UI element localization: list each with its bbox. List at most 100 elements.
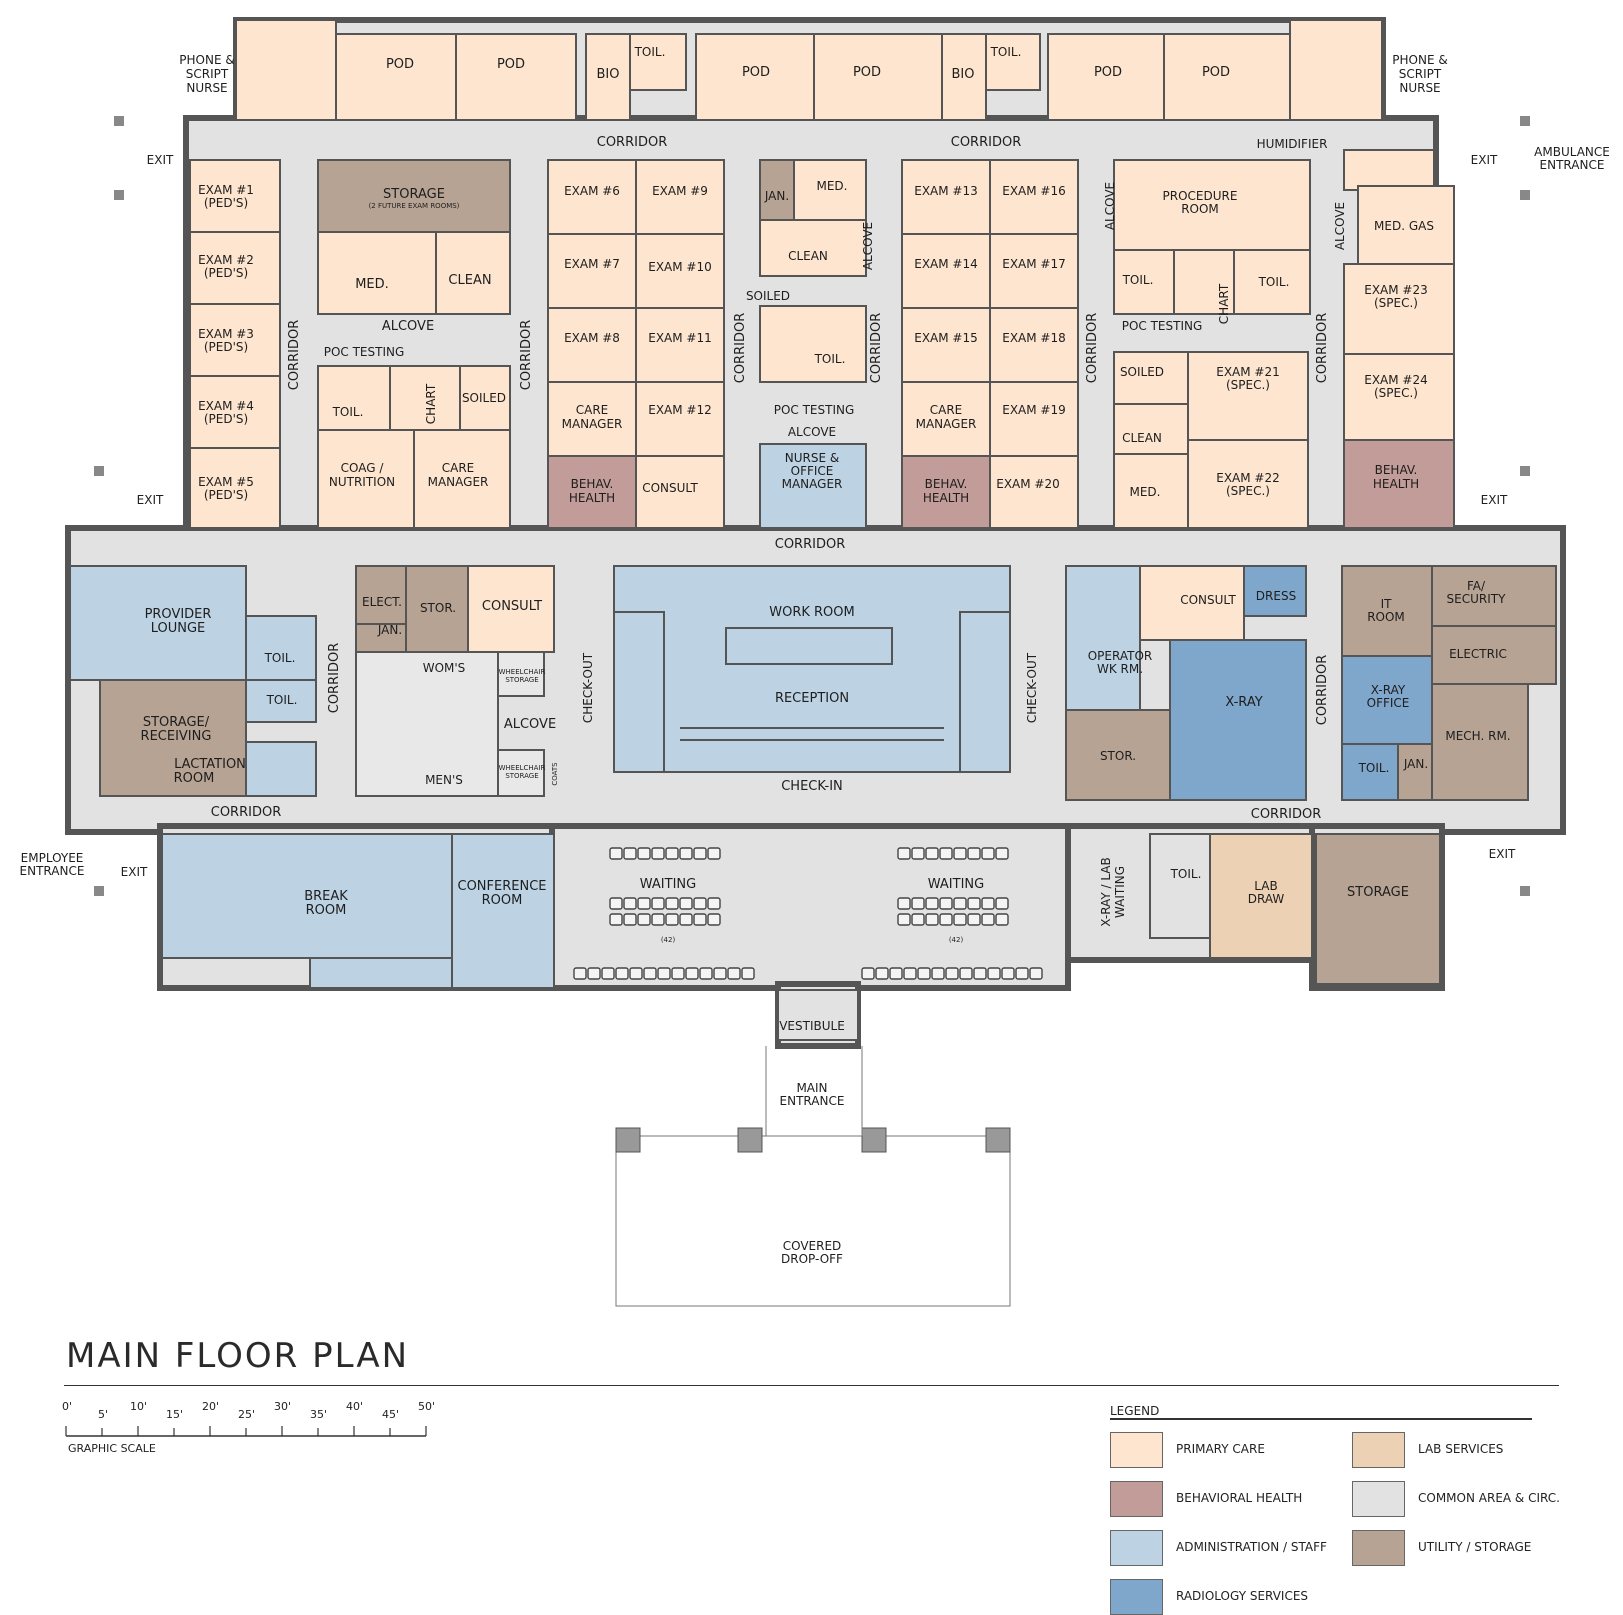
svg-text:ALCOVE: ALCOVE [861,222,875,270]
svg-text:RECEPTION: RECEPTION [775,691,849,706]
pod-room [235,19,337,121]
reception-block [613,565,1011,773]
waiting-seat [693,847,707,860]
label-phone-script-nurse: PHONE & [179,53,234,67]
svg-text:EXAM #4(PED'S): EXAM #4(PED'S) [198,399,254,426]
waiting-seat [1001,967,1015,980]
svg-text:SOILED: SOILED [462,391,506,405]
svg-text:CLEAN: CLEAN [788,249,828,263]
top-pod-row [235,19,1383,121]
label-toilet: TOIL. [634,45,666,59]
svg-text:CORRIDOR: CORRIDOR [1315,655,1330,725]
svg-text:STOR.: STOR. [1100,749,1136,763]
scale-label: GRAPHIC SCALE [68,1442,156,1455]
legend-label: ADMINISTRATION / STAFF [1176,1540,1327,1554]
svg-text:EXAM #20: EXAM #20 [996,477,1060,491]
svg-text:CLEAN: CLEAN [448,273,491,288]
svg-text:VESTIBULE: VESTIBULE [779,1019,845,1033]
toilet-room [629,33,687,91]
waiting-seat [665,913,679,926]
svg-text:MED.: MED. [817,179,848,193]
waiting-seat [861,967,875,980]
svg-text:X-RAY / LABWAITING: X-RAY / LABWAITING [1099,857,1127,927]
pod-room [1047,33,1165,121]
legend-label: LAB SERVICES [1418,1442,1504,1456]
waiting-seat [671,967,685,980]
waiting-seat [693,913,707,926]
svg-text:CORRIDOR: CORRIDOR [327,643,342,713]
vestibule-room [777,989,859,1041]
svg-text:X-RAY: X-RAY [1225,695,1262,710]
svg-text:EXIT: EXIT [137,493,164,507]
waiting-seat [953,897,967,910]
waiting-seat [911,897,925,910]
svg-text:FA/SECURITY: FA/SECURITY [1447,579,1507,606]
svg-text:EXAM #7: EXAM #7 [564,257,620,271]
svg-text:TOIL.: TOIL. [266,693,298,707]
scale-tick: 45' [382,1408,400,1421]
north-wing-left [189,159,867,529]
svg-text:TOIL.: TOIL. [1258,275,1290,289]
label-pod: POD [386,57,414,72]
waiting-seat [609,897,623,910]
covered-drop-off [615,1046,1011,1307]
legend-swatch-radiology-services [1110,1579,1163,1615]
scale-tick: 20' [202,1400,220,1413]
legend-label: UTILITY / STORAGE [1418,1540,1532,1554]
waiting-seat [925,913,939,926]
waiting-seat [741,967,755,980]
svg-text:CLEAN: CLEAN [1122,431,1162,445]
svg-text:CHECK-OUT: CHECK-OUT [581,652,595,723]
svg-text:(42): (42) [661,936,676,944]
waiting-seat [995,897,1009,910]
legend-label: RADIOLOGY SERVICES [1176,1589,1309,1603]
svg-text:COATS: COATS [551,762,559,786]
waiting-seat [651,913,665,926]
title-rule [64,1385,1559,1386]
waiting-seat [967,913,981,926]
waiting-seat [665,897,679,910]
svg-text:ALCOVE: ALCOVE [1333,202,1347,250]
svg-text:EXAM #22(SPEC.): EXAM #22(SPEC.) [1216,471,1280,498]
waiting-seat [693,897,707,910]
svg-text:EXAM #13: EXAM #13 [914,184,978,198]
waiting-seat [713,967,727,980]
svg-text:EXAM #6: EXAM #6 [564,184,620,198]
svg-text:ELECT.: ELECT. [362,595,402,609]
svg-text:JAN.: JAN. [377,623,402,637]
svg-text:POC TESTING: POC TESTING [1122,319,1203,333]
legend-swatch-common-area [1352,1481,1405,1517]
waiting-seat [953,913,967,926]
svg-text:SOILED: SOILED [1120,365,1164,379]
waiting-seat [637,847,651,860]
svg-text:CORRIDOR: CORRIDOR [1315,313,1330,383]
svg-text:EXAM #16: EXAM #16 [1002,184,1066,198]
waiting-seat [573,967,587,980]
legend-swatch-administration-staff [1110,1530,1163,1566]
legend-swatch-primary-care [1110,1432,1163,1468]
waiting-seat [875,967,889,980]
svg-text:CORRIDOR: CORRIDOR [775,537,845,552]
middle-band-left [69,565,555,989]
svg-text:EXAM #21(SPEC.): EXAM #21(SPEC.) [1216,365,1280,392]
svg-text:EXAM #12: EXAM #12 [648,403,712,417]
svg-text:EXAM #8: EXAM #8 [564,331,620,345]
svg-text:EXAM #3(PED'S): EXAM #3(PED'S) [198,327,254,354]
waiting-seat [629,967,643,980]
svg-text:COAG /NUTRITION: COAG /NUTRITION [329,461,395,489]
waiting-seat [925,897,939,910]
scale-tick: 0' [62,1400,73,1413]
label-bio: BIO [597,67,620,82]
svg-text:EXAM #17: EXAM #17 [1002,257,1066,271]
